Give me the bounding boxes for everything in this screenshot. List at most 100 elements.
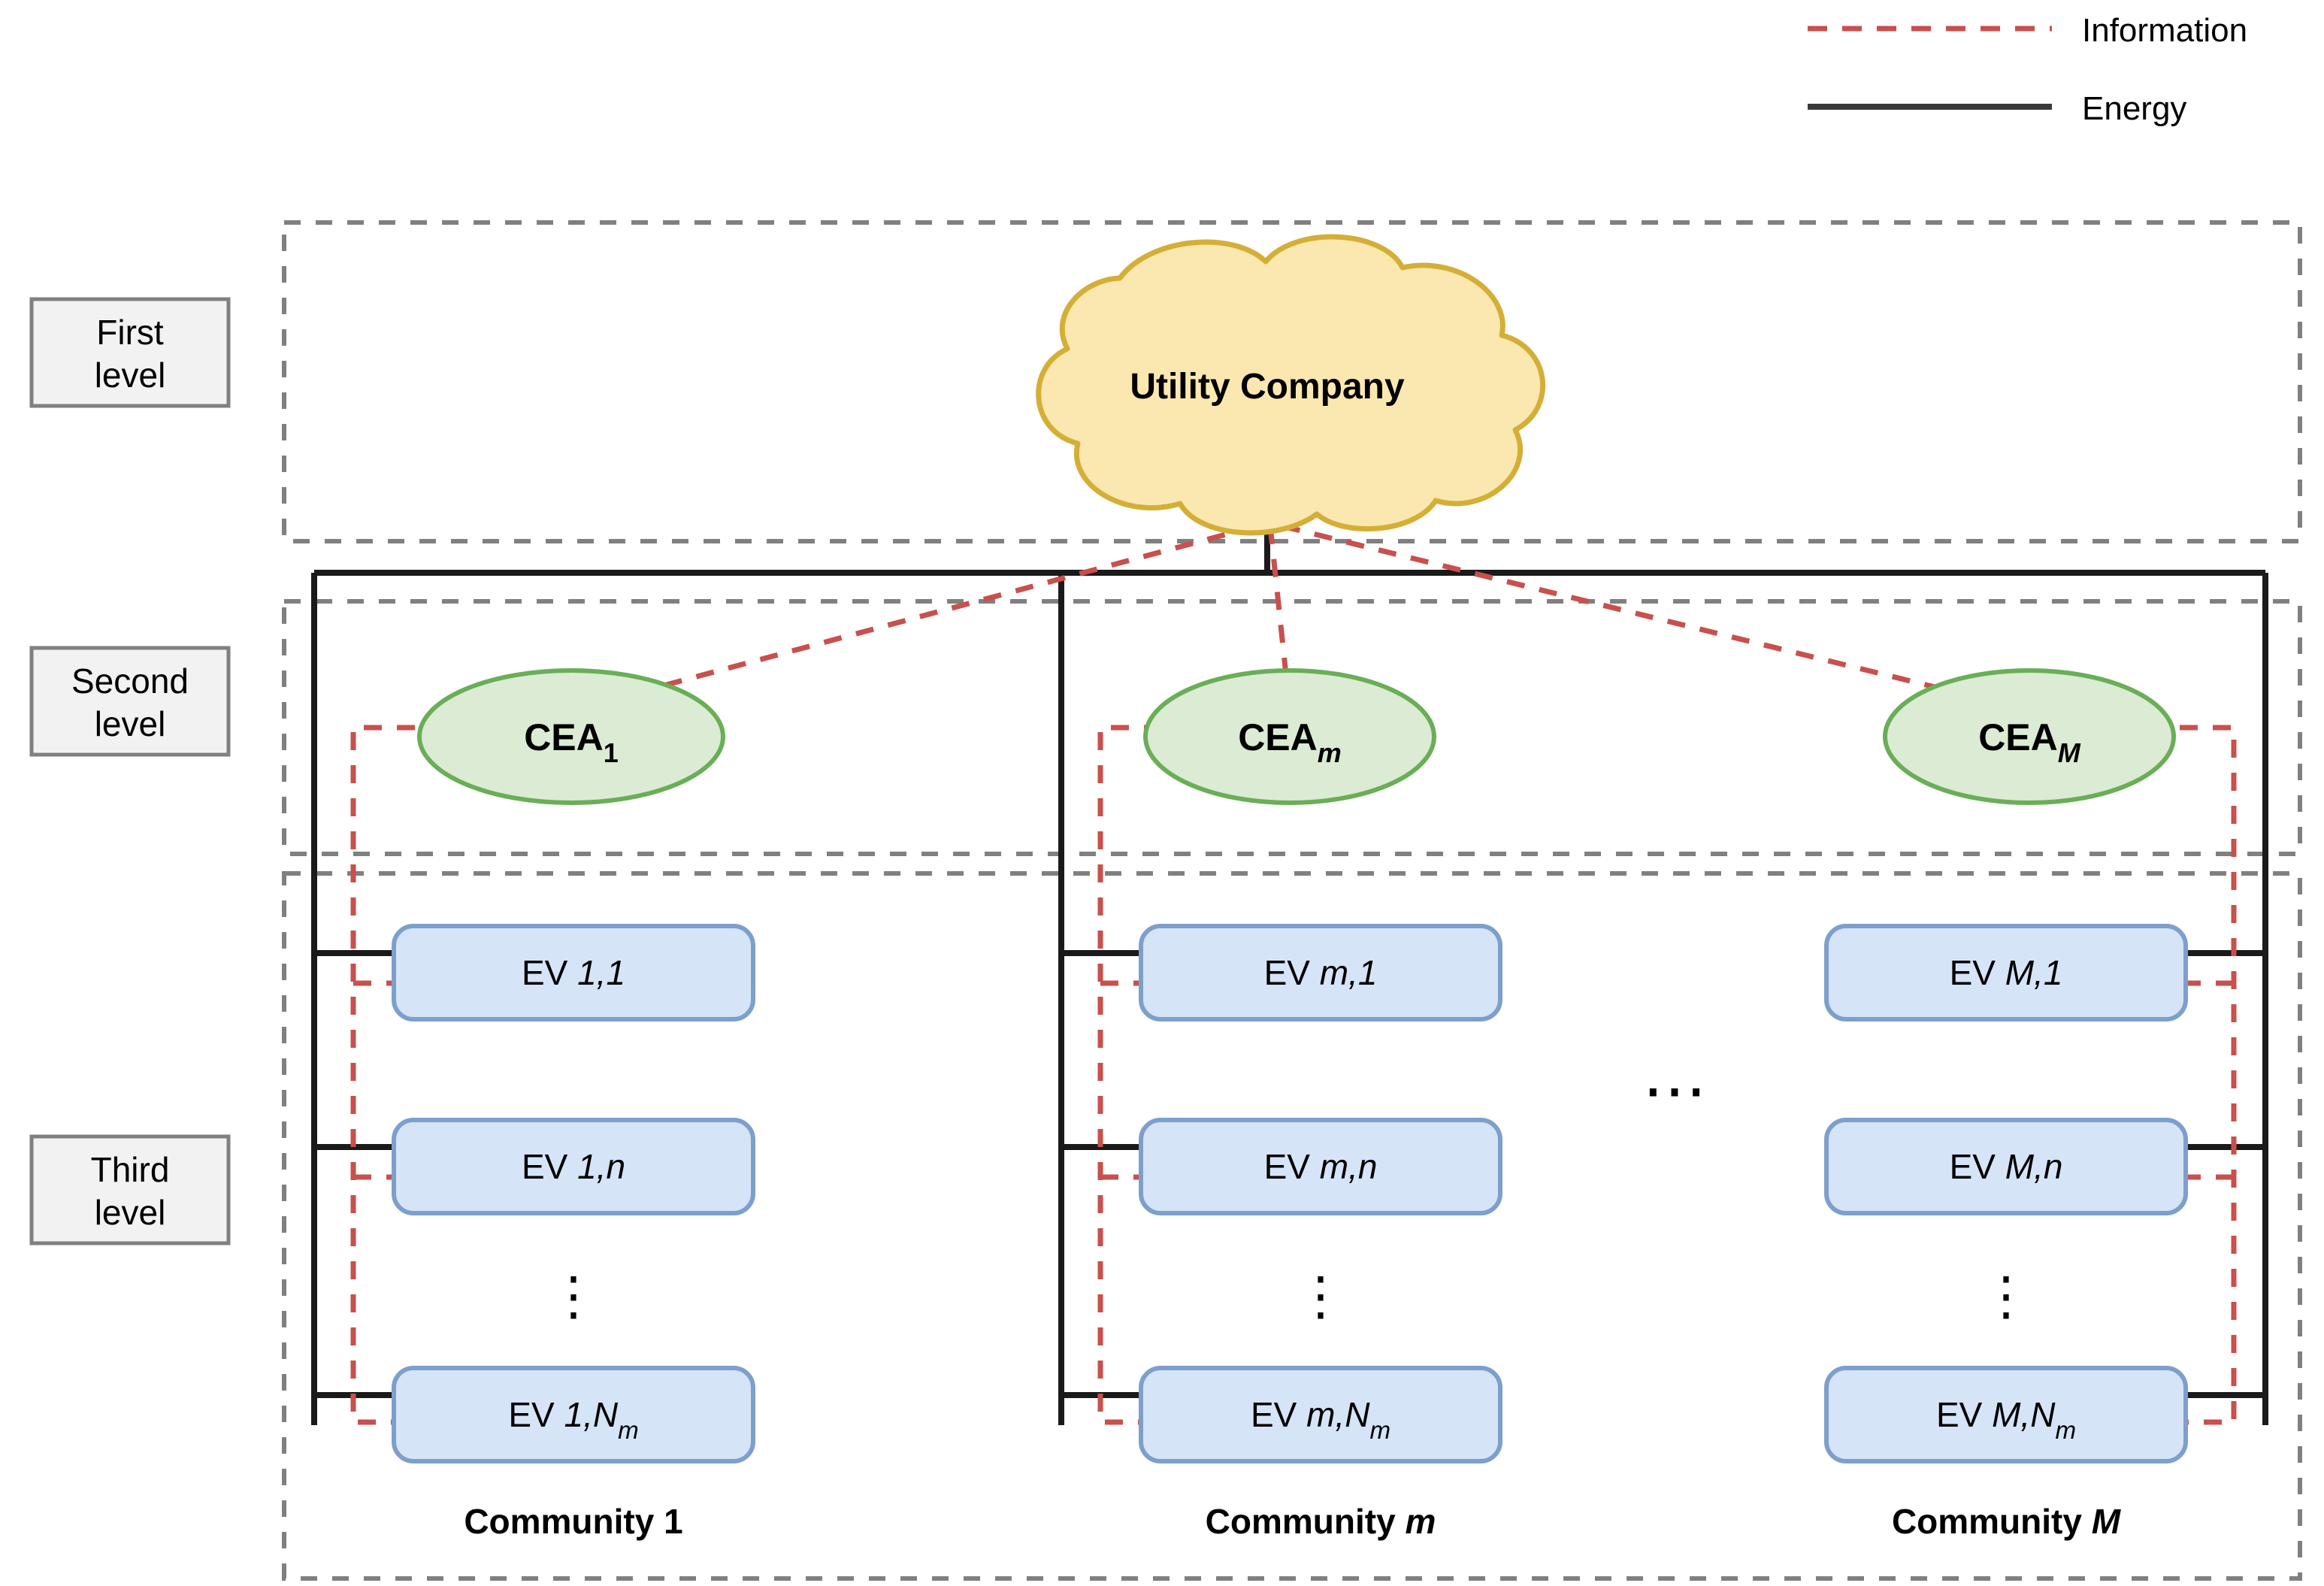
info-bus-col3 [2180, 725, 2237, 1425]
level-second-line2: level [95, 704, 166, 743]
legend: Information Energy [1808, 12, 2247, 127]
info-bus-col2 [1097, 725, 1195, 1425]
community-prefix-M: Community [1892, 1502, 2092, 1541]
cea-label-M: CEAM [1978, 716, 2081, 768]
ev-box-m-1 [1139, 924, 1502, 1022]
community-label-1: Community 1 [464, 1502, 682, 1541]
info-bus-col1 [350, 725, 448, 1425]
ev-index-m-Nm: m,N [1306, 1395, 1370, 1434]
legend-item-energy: Energy [1808, 90, 2186, 127]
horizontal-ellipsis: ⋯ [1642, 1055, 1707, 1127]
info-link-utility-ceaM [1282, 523, 2030, 713]
cea-ellipse-1 [417, 668, 725, 805]
cea-label-m: CEAm [1238, 716, 1342, 768]
community-index-1: 1 [664, 1502, 683, 1541]
cea-label-1: CEA1 [524, 716, 619, 768]
utility-company-label: Utility Company [1130, 367, 1405, 407]
cea-base-M: CEA [1978, 716, 2058, 758]
cea-node-1[interactable]: CEA1 [417, 668, 725, 805]
ev-index-m-1: m,1 [1320, 953, 1378, 992]
ev-label-1-1: EV 1,1 [522, 953, 625, 992]
ev-box-m-Nm [1139, 1366, 1502, 1463]
ev-label-m-n: EV m,n [1264, 1147, 1378, 1186]
ev-label-m-Nm: EV m,Nm [1251, 1395, 1390, 1445]
ev-box-1-n [392, 1118, 755, 1215]
ev-sub-m-Nm: m [1369, 1417, 1390, 1445]
community-column-m: EV m,1 EV m,n ⋮ EV m,Nm Community m [1139, 924, 1502, 1541]
level-third-line2: level [95, 1193, 166, 1232]
ev-index-M-n: M,n [2005, 1147, 2063, 1186]
ev-index-M-Nm: M,N [1992, 1395, 2056, 1434]
community-label-M: Community M [1892, 1502, 2122, 1541]
cea-base-m: CEA [1238, 716, 1318, 758]
utility-company-node[interactable]: Utility Company [1036, 234, 1545, 536]
community-index-m: m [1405, 1502, 1436, 1541]
ev-prefix-m-1: EV [1264, 953, 1320, 992]
ev-index-m-n: m,n [1320, 1147, 1378, 1186]
ev-node-M-n[interactable]: EV M,n [1824, 1118, 2188, 1215]
ev-node-m-n[interactable]: EV m,n [1139, 1118, 1502, 1215]
ev-label-m-1: EV m,1 [1264, 953, 1378, 992]
ev-prefix-M-1: EV [1950, 953, 2005, 992]
ev-prefix-M-n: EV [1950, 1147, 2005, 1186]
ev-node-m-Nm[interactable]: EV m,Nm [1139, 1366, 1502, 1463]
community-label-m: Community m [1206, 1502, 1436, 1541]
ev-prefix-1-Nm: EV [508, 1395, 564, 1434]
cea-sub-m: m [1318, 737, 1342, 768]
ev-box-M-n [1824, 1118, 2188, 1215]
level-box-first: First level [29, 297, 231, 408]
cea-sub-M: M [2058, 737, 2081, 768]
cea-sub-1: 1 [604, 737, 619, 768]
legend-label-information: Information [2082, 12, 2247, 49]
ev-node-1-1[interactable]: EV 1,1 [392, 924, 755, 1022]
ev-sub-M-Nm: m [2055, 1417, 2076, 1445]
ev-label-1-Nm: EV 1,Nm [508, 1395, 638, 1445]
cea-ellipse-M [1883, 668, 2176, 805]
ev-label-M-Nm: EV M,Nm [1936, 1395, 2076, 1445]
ev-label-M-n: EV M,n [1950, 1147, 2063, 1186]
energy-network [311, 519, 2268, 1425]
ev-box-1-Nm [392, 1366, 755, 1463]
level-first-line2: level [95, 356, 166, 395]
level-box-third: Third level [29, 1134, 231, 1245]
ev-node-M-Nm[interactable]: EV M,Nm [1824, 1366, 2188, 1463]
community-index-M: M [2092, 1502, 2122, 1541]
vertical-ellipsis-col1: ⋮ [547, 1267, 600, 1325]
ev-prefix-m-Nm: EV [1251, 1395, 1306, 1434]
community-column-1: EV 1,1 EV 1,n ⋮ EV 1,Nm Community 1 [392, 924, 755, 1541]
container-third-level [282, 871, 2302, 1581]
ev-node-1-Nm[interactable]: EV 1,Nm [392, 1366, 755, 1463]
level-box-second: Second level [29, 646, 231, 757]
ev-prefix-M-Nm: EV [1936, 1395, 1992, 1434]
ev-node-M-1[interactable]: EV M,1 [1824, 924, 2188, 1022]
level-second-line1: Second [71, 661, 189, 701]
ev-box-1-1 [392, 924, 755, 1022]
community-column-M: EV M,1 EV M,n ⋮ EV M,Nm Community M [1824, 924, 2188, 1541]
vertical-ellipsis-colM: ⋮ [1980, 1267, 2032, 1325]
legend-label-energy: Energy [2082, 90, 2186, 127]
ev-node-m-1[interactable]: EV m,1 [1139, 924, 1502, 1022]
community-prefix-m: Community [1206, 1502, 1406, 1541]
cea-base-1: CEA [524, 716, 604, 758]
cea-ellipse-m [1143, 668, 1436, 805]
info-link-utility-cea1 [570, 523, 1257, 713]
ev-node-1-n[interactable]: EV 1,n [392, 1118, 755, 1215]
cea-node-m[interactable]: CEAm [1143, 668, 1436, 805]
ev-index-M-1: M,1 [2005, 953, 2063, 992]
ev-index-1-1: 1,1 [577, 953, 625, 992]
ev-box-M-Nm [1824, 1366, 2188, 1463]
ev-index-1-Nm: 1,N [564, 1395, 618, 1434]
ev-sub-1-Nm: m [618, 1417, 639, 1445]
ev-prefix-1-n: EV [522, 1147, 577, 1186]
ev-label-M-1: EV M,1 [1950, 953, 2063, 992]
legend-item-information: Information [1808, 12, 2247, 49]
level-third-line1: Third [91, 1150, 170, 1189]
level-first-line1: First [96, 313, 164, 352]
ev-prefix-m-n: EV [1264, 1147, 1320, 1186]
ev-box-M-1 [1824, 924, 2188, 1022]
cea-nodes: CEA1 CEAm CEAM [417, 668, 2176, 805]
cea-node-M[interactable]: CEAM [1883, 668, 2176, 805]
ev-box-m-n [1139, 1118, 1502, 1215]
ev-index-1-n: 1,n [577, 1147, 625, 1186]
